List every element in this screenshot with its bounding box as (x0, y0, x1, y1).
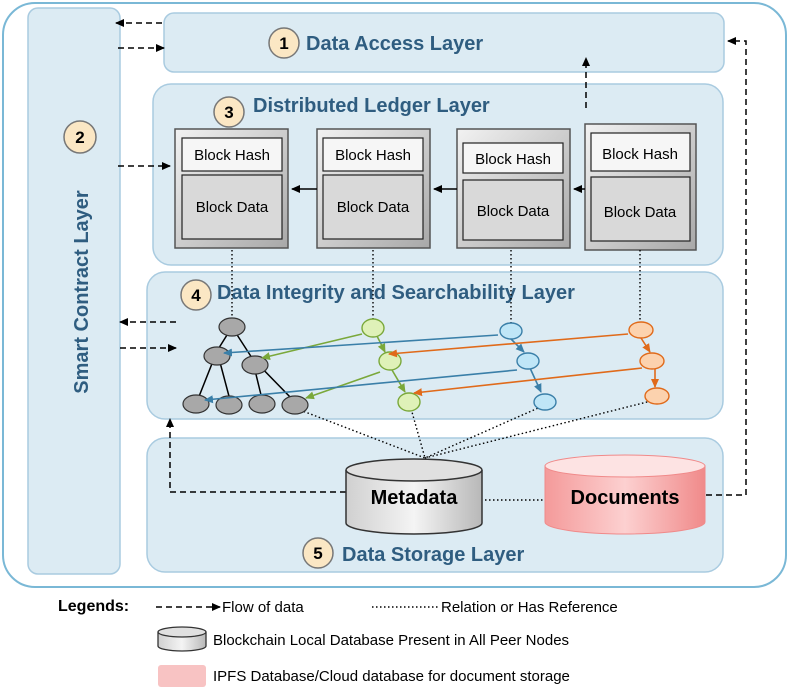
block-hash-label: Block Hash (194, 147, 270, 164)
legend-db-swatch (157, 626, 207, 652)
block-hash-label: Block Hash (602, 146, 678, 163)
block-3: Block Hash Block Data (456, 128, 571, 249)
legend-blockchain-db-text: Blockchain Local Database Present in All… (213, 632, 569, 649)
blue-index-nodes (499, 322, 557, 411)
metadata-database: Metadata (345, 458, 483, 535)
integrity-layer-title: Data Integrity and Searchability Layer (217, 282, 575, 304)
metadata-label: Metadata (371, 487, 459, 509)
smart-contract-layer: 2 Smart Contract Layer (27, 7, 121, 575)
block-hash-label: Block Hash (335, 147, 411, 164)
data-integrity-layer: 4 Data Integrity and Searchability Layer (146, 271, 724, 420)
legend: Legends: Flow of data Relation or Has Re… (58, 598, 618, 687)
layer-number-badge (180, 279, 212, 311)
layer-number-badge (268, 27, 300, 59)
legend-ipfs-swatch (158, 665, 206, 687)
block-2: Block Hash Block Data (316, 128, 431, 249)
data-access-layer: 1 Data Access Layer (163, 12, 725, 73)
smart-layer-title: Smart Contract Layer (71, 190, 93, 394)
layer-number-badge (213, 96, 245, 128)
storage-layer-number: 5 (313, 544, 322, 563)
smart-layer-number: 2 (75, 128, 84, 147)
integrity-layer-number: 4 (191, 286, 201, 305)
distributed-ledger-layer: 3 Distributed Ledger Layer (152, 83, 724, 266)
block-data-label: Block Data (196, 199, 269, 216)
ledger-layer-number: 3 (224, 103, 233, 122)
documents-label: Documents (571, 487, 680, 509)
access-layer-number: 1 (279, 34, 288, 53)
layer-number-badge (63, 120, 97, 154)
orange-index-nodes (628, 321, 670, 405)
block-hash-label: Block Hash (475, 151, 551, 168)
block-4: Block Hash Block Data (584, 123, 697, 251)
block-data-label: Block Data (604, 204, 677, 221)
block-data-label: Block Data (337, 199, 410, 216)
legend-heading: Legends: (58, 598, 129, 615)
storage-layer-title: Data Storage Layer (342, 544, 525, 566)
orange-index-links (388, 333, 659, 397)
legend-ipfs-db-text: IPFS Database/Cloud database for documen… (213, 668, 570, 685)
legend-relation-text: Relation or Has Reference (441, 599, 618, 616)
layer-number-badge (302, 537, 334, 569)
ledger-layer-title: Distributed Ledger Layer (253, 95, 490, 117)
legend-flow-text: Flow of data (222, 599, 304, 616)
access-layer-title: Data Access Layer (306, 33, 483, 55)
relation-lines (231, 250, 656, 501)
documents-database: Documents (544, 454, 706, 535)
data-flow-arrows (115, 19, 747, 496)
block-1: Block Hash Block Data (174, 128, 289, 249)
block-data-label: Block Data (477, 203, 550, 220)
